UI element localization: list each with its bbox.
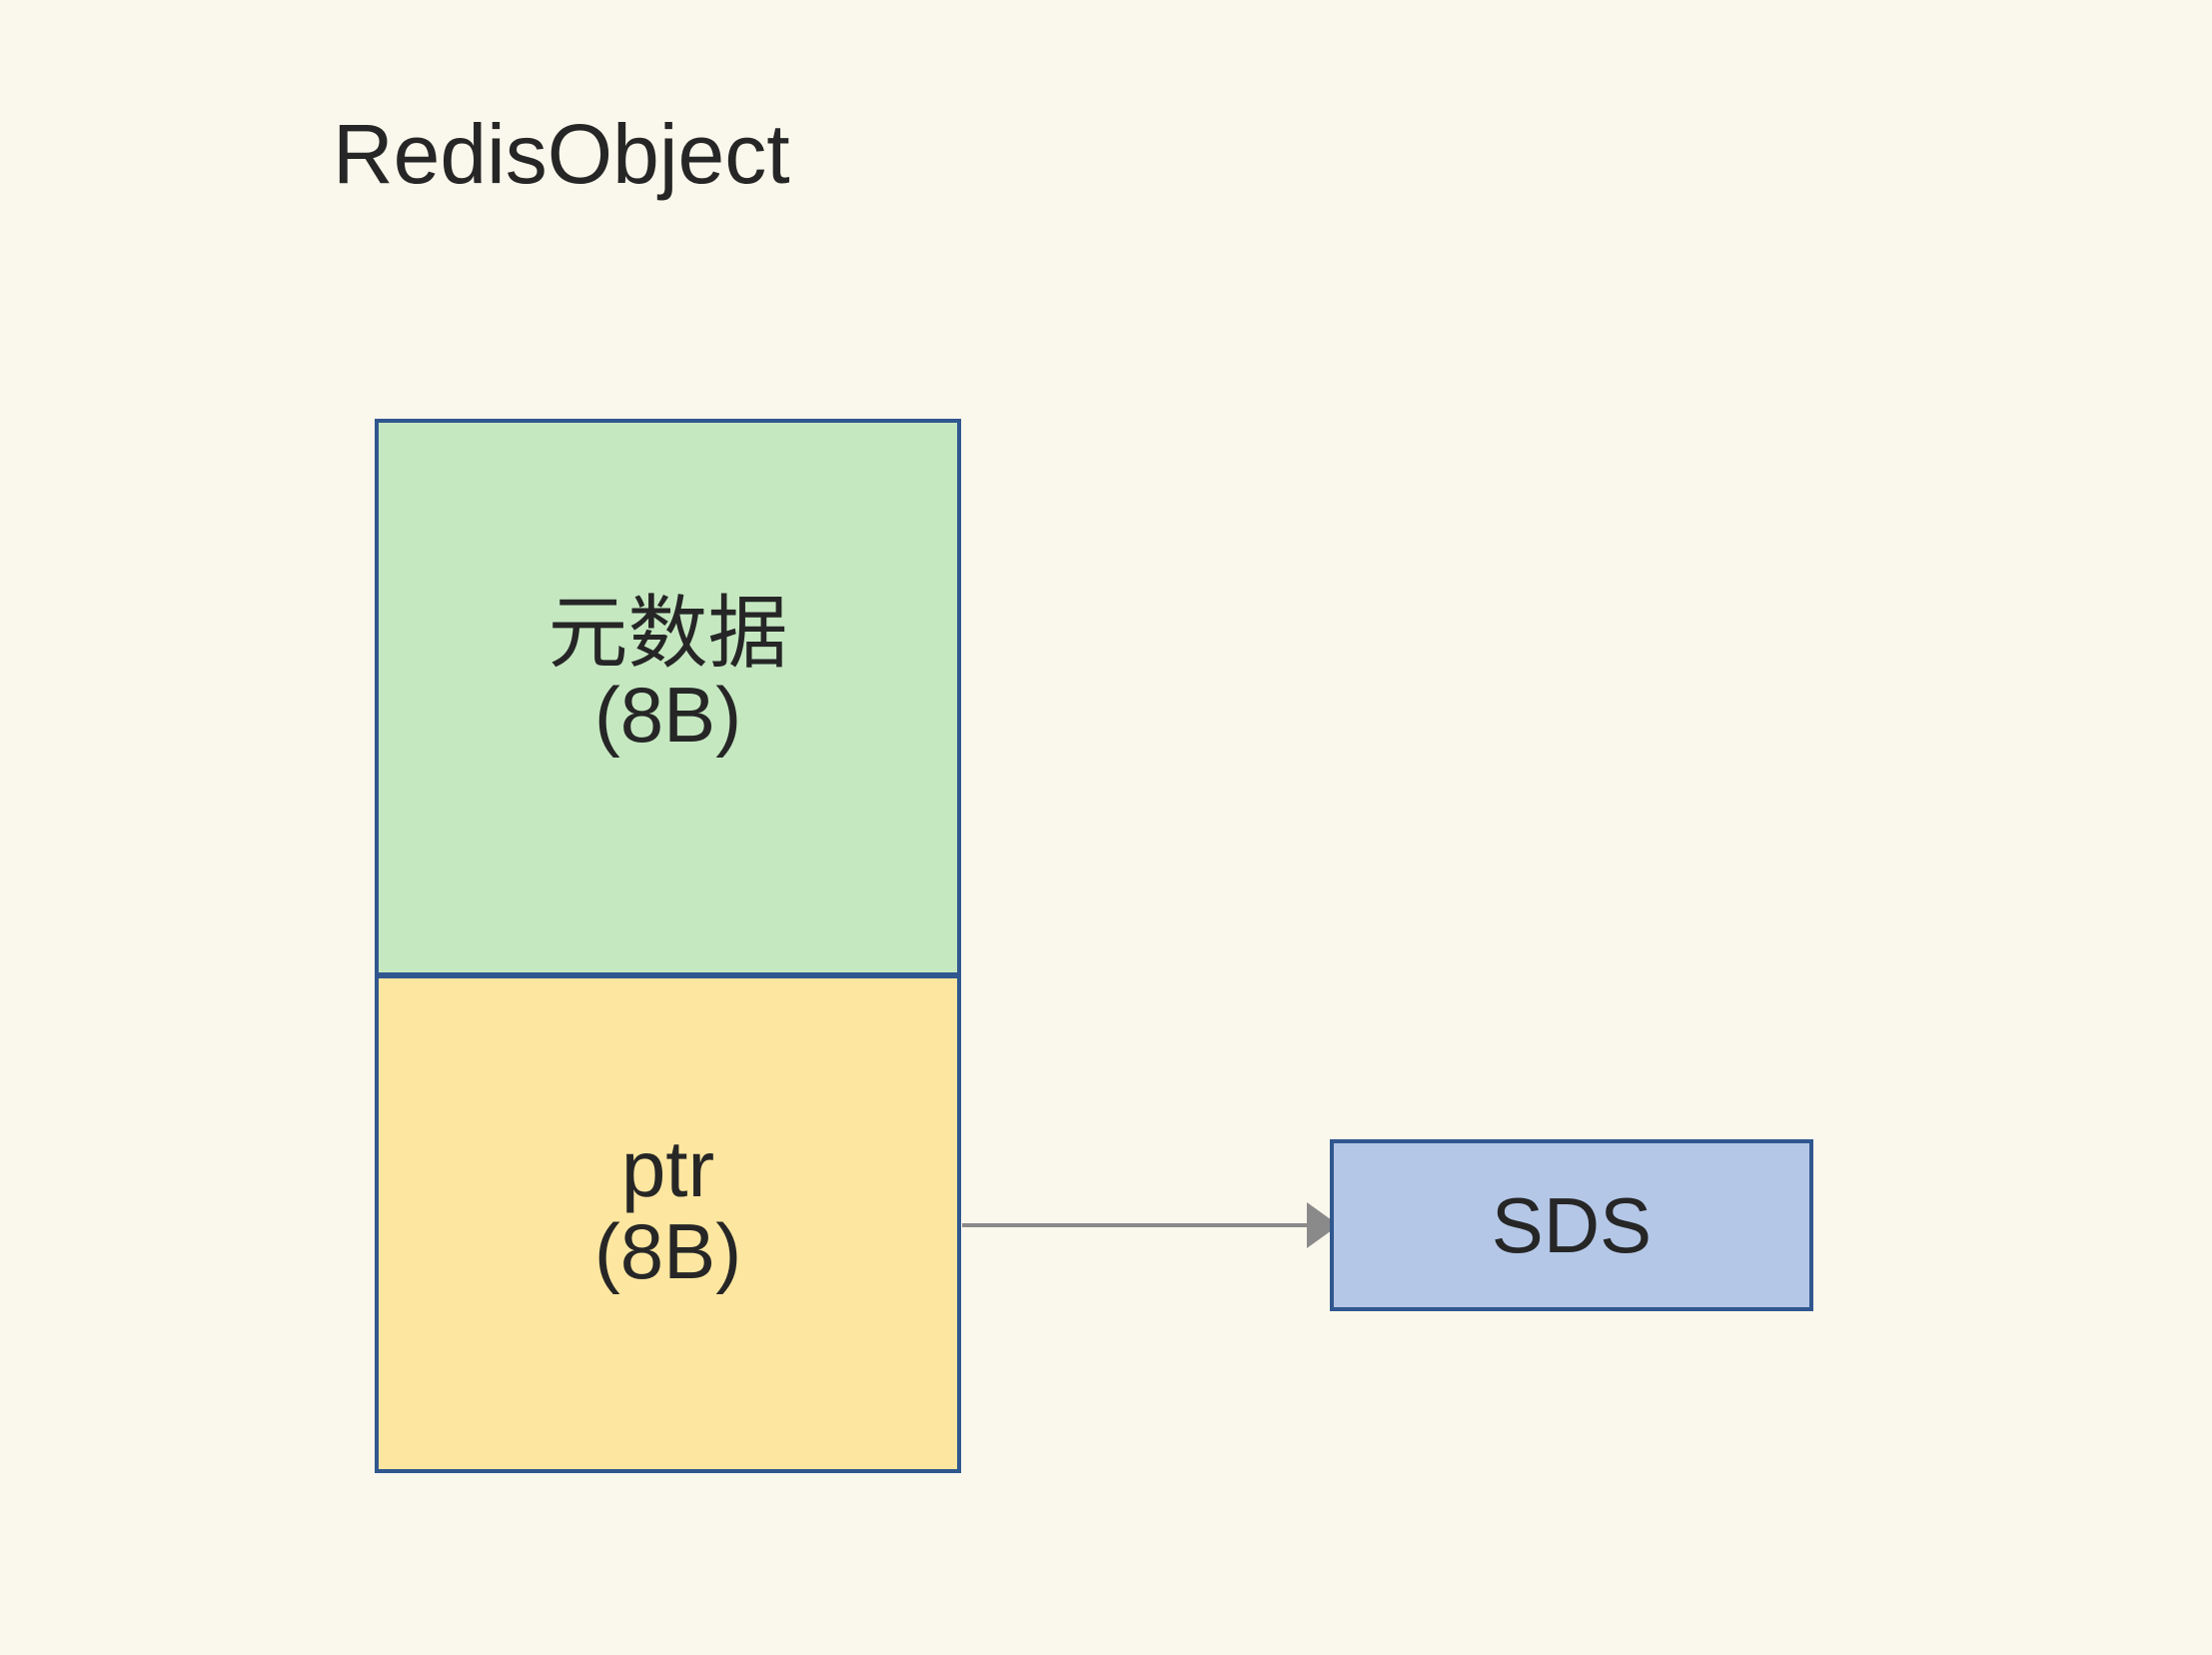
sds-label: SDS [1491, 1181, 1653, 1269]
ptr-size: (8B) [593, 1206, 742, 1295]
metadata-size: (8B) [593, 671, 742, 760]
metadata-label: 元数据 [548, 588, 788, 678]
ptr-to-sds-arrow [962, 1202, 1339, 1248]
ptr-label: ptr [620, 1124, 715, 1214]
struct-cell-ptr: ptr (8B) [375, 975, 961, 1473]
struct-cell-metadata: 元数据 (8B) [375, 419, 961, 975]
page-title: RedisObject [333, 107, 790, 201]
ptr-text-block: ptr (8B) [594, 1127, 741, 1291]
redisobject-struct: 元数据 (8B) ptr (8B) [375, 419, 961, 1473]
sds-box: SDS [1330, 1139, 1813, 1311]
metadata-text-block: 元数据 (8B) [549, 592, 788, 756]
